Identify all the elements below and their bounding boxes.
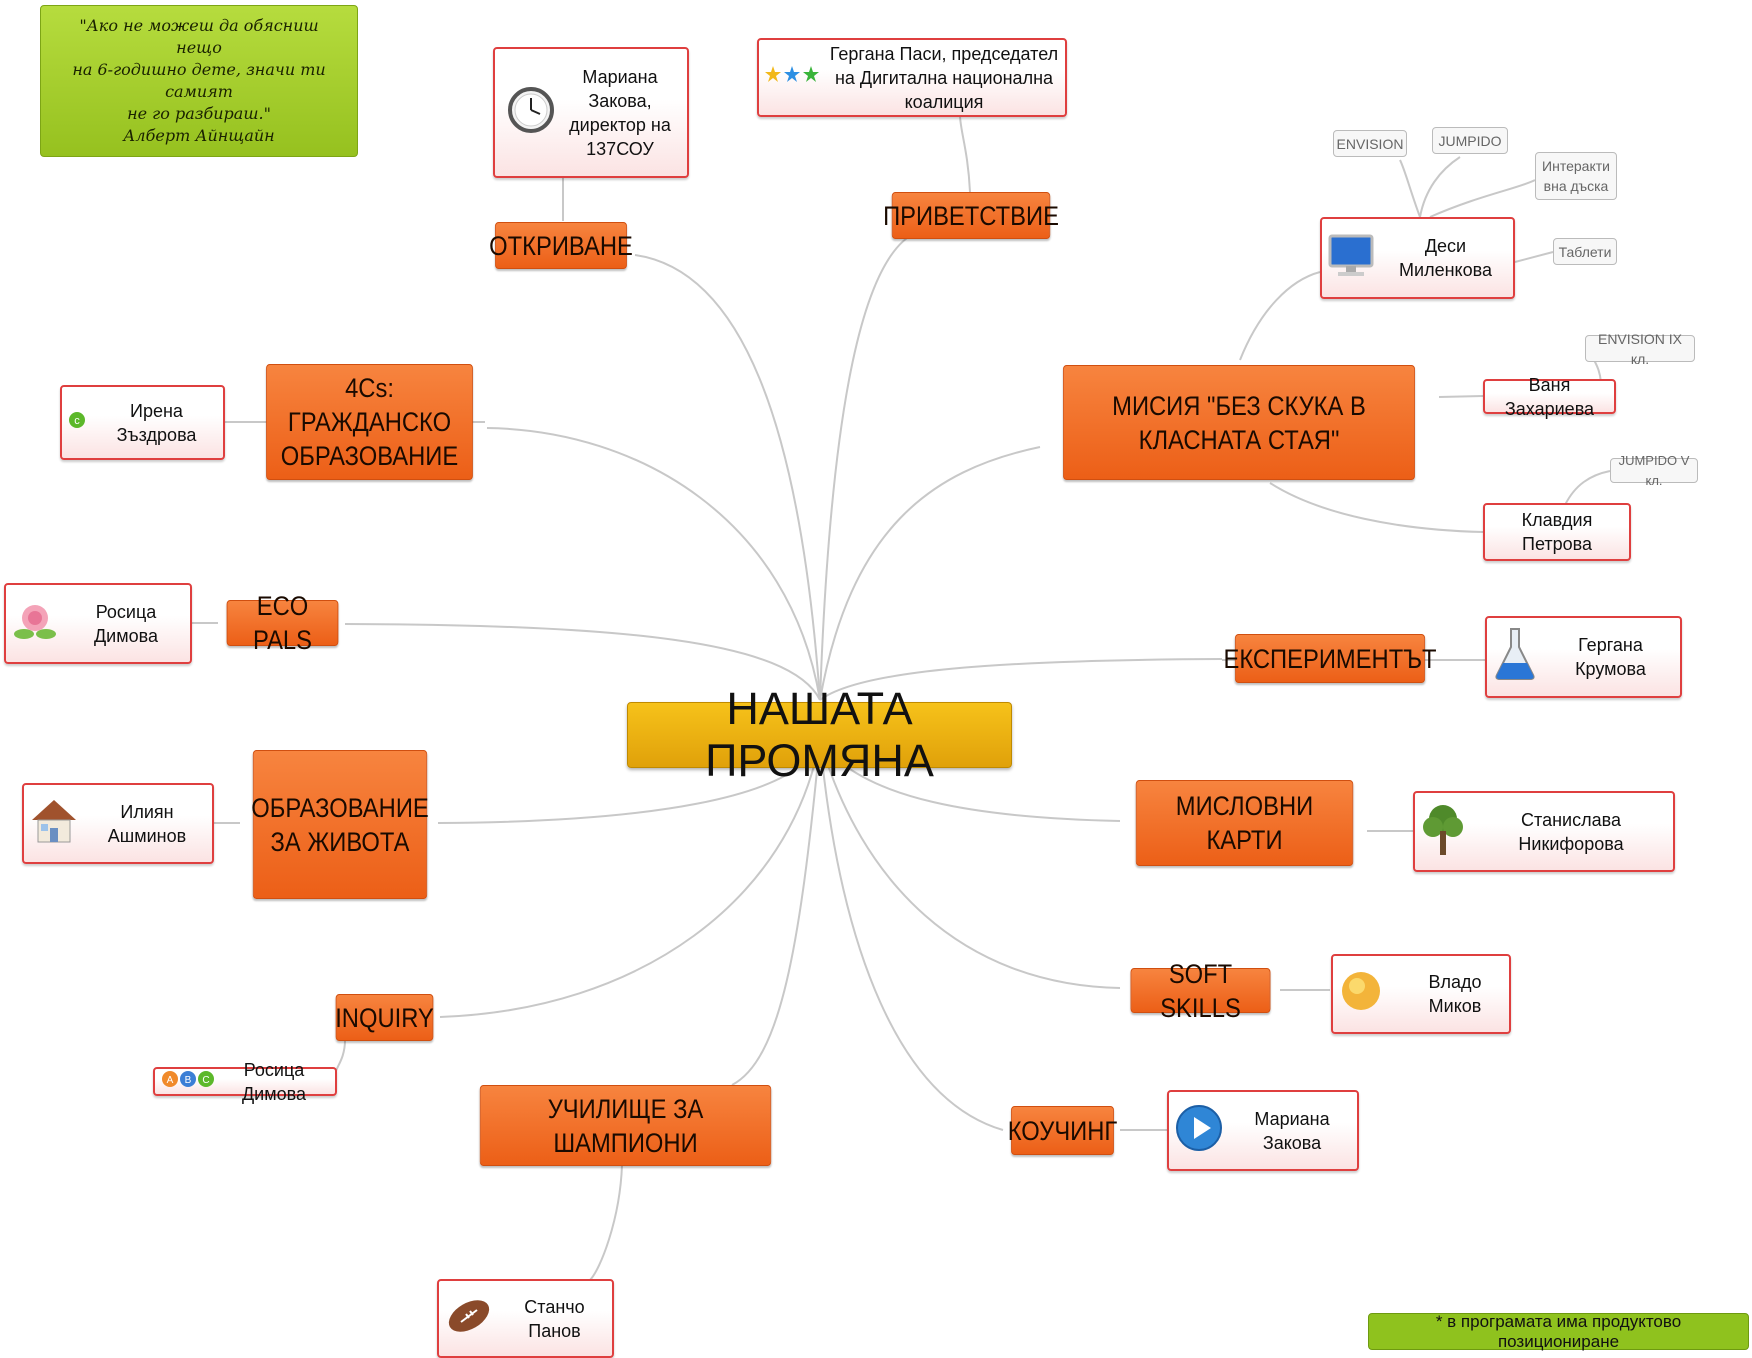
tree-icon [1421,801,1465,863]
tag-interactive-board[interactable]: Интеракти вна дъска [1535,152,1617,200]
person-zakova-coach[interactable]: Мариана Закова [1167,1090,1359,1171]
tag-jumpido[interactable]: JUMPIDO [1432,127,1508,154]
tag-envision-9[interactable]: ENVISION IX кл. [1585,331,1695,367]
topic-mind-maps[interactable]: МИСЛОВНИ КАРТИ [1135,780,1354,866]
tag-jumpido-5[interactable]: JUMPIDO V кл. [1610,453,1698,488]
link-mission [819,446,1041,701]
person-label: Мариана Закова, директор на 137СОУ [569,66,671,159]
person-label: Росица Димова [93,601,158,646]
person-krumova[interactable]: Гергана Крумова [1485,616,1682,698]
clock-icon [507,86,555,140]
product-placement-note: * в програмата има продуктово позиционир… [1368,1312,1749,1351]
tag-tablets[interactable]: Таблети [1553,238,1617,265]
svg-text:B: B [185,1075,192,1086]
flower-icon [12,598,58,650]
svg-text:C: C [202,1075,209,1086]
monitor-icon [1328,232,1374,284]
sun-icon [1339,969,1383,1019]
svg-text:A: A [167,1075,174,1086]
person-label: Илиян Ашминов [107,801,187,846]
link-privetstvie [819,232,916,701]
link-otkrivane [634,254,821,701]
person-nikiforova[interactable]: Станислава Никифорова [1413,791,1675,872]
person-label: Ваня Захариева [1504,374,1595,419]
topic-privetstvie[interactable]: ПРИВЕТСТВИЕ [883,192,1059,239]
person-label: Росица Димова [241,1059,306,1104]
person-zakova-director[interactable]: Мариана Закова, директор на 137СОУ [493,47,689,178]
link-champions [731,739,821,1086]
topic-life-education[interactable]: ОБРАЗОВАНИЕ ЗА ЖИВОТА [251,750,429,899]
house-icon [30,798,78,850]
topic-civic-education[interactable]: 4Cs: ГРАЖДАНСКО ОБРАЗОВАНИЕ [266,364,473,480]
topic-experiment[interactable]: ЕКСПЕРИМЕНТЪТ [1223,634,1437,683]
central-topic[interactable]: НАШАТА ПРОМЯНА [627,683,1012,786]
play-icon [1175,1104,1223,1158]
topic-mission[interactable]: МИСИЯ "БЕЗ СКУКА В КЛАСНАТА СТАЯ" [1063,365,1415,480]
link-ecopals [344,623,821,701]
person-label: Гергана Паси, председател на Дигитална н… [829,43,1059,112]
person-milenkova[interactable]: Деси Миленкова [1320,217,1515,299]
person-zazdrova[interactable]: c Ирена Зъздрова [60,385,225,460]
link-experiment [819,658,1223,701]
person-ashminov[interactable]: Илиян Ашминов [22,783,214,864]
tag-envision[interactable]: ENVISION [1333,130,1407,157]
person-label: Мариана Закова [1254,1108,1330,1153]
link-inquiry [439,739,821,1018]
person-label: Деси Миленкова [1399,236,1492,280]
c-badge-icon: c [68,411,86,435]
person-petrova[interactable]: Клавдия Петрова [1483,503,1631,561]
link-softskills [819,739,1121,989]
person-mikov[interactable]: Владо Миков [1331,954,1511,1034]
football-icon [445,1296,493,1342]
stars-icon [765,64,819,92]
link-civic [486,427,821,701]
person-label: Станчо Панов [524,1296,585,1341]
einstein-quote: "Ако не можеш да обясниш нещо на 6-годиш… [40,5,358,157]
person-label: Владо Миков [1428,972,1482,1016]
link-coaching [819,739,1004,1131]
person-label: Ирена Зъздрова [116,400,197,445]
topic-eco-pals[interactable]: ECO PALS [226,591,339,655]
person-panov[interactable]: Станчо Панов [437,1279,614,1358]
svg-text:c: c [74,415,80,427]
person-dimova-eco[interactable]: Росица Димова [4,583,192,664]
person-label: Станислава Никифорова [1518,809,1624,854]
person-pasi[interactable]: Гергана Паси, председател на Дигитална н… [757,38,1067,117]
person-label: Гергана Крумова [1575,635,1646,679]
topic-inquiry[interactable]: INQUIRY [335,994,434,1041]
person-label: Клавдия Петрова [1521,510,1593,554]
flask-icon [1493,627,1537,687]
person-zaharieva[interactable]: Ваня Захариева [1483,375,1616,419]
topic-otkrivane[interactable]: ОТКРИВАНЕ [489,222,633,269]
topic-soft-skills[interactable]: SOFT SKILLS [1130,959,1271,1023]
topic-champions-school[interactable]: УЧИЛИЩЕ ЗА ШАМПИОНИ [479,1085,772,1166]
topic-coaching[interactable]: КОУЧИНГ [1008,1106,1117,1155]
